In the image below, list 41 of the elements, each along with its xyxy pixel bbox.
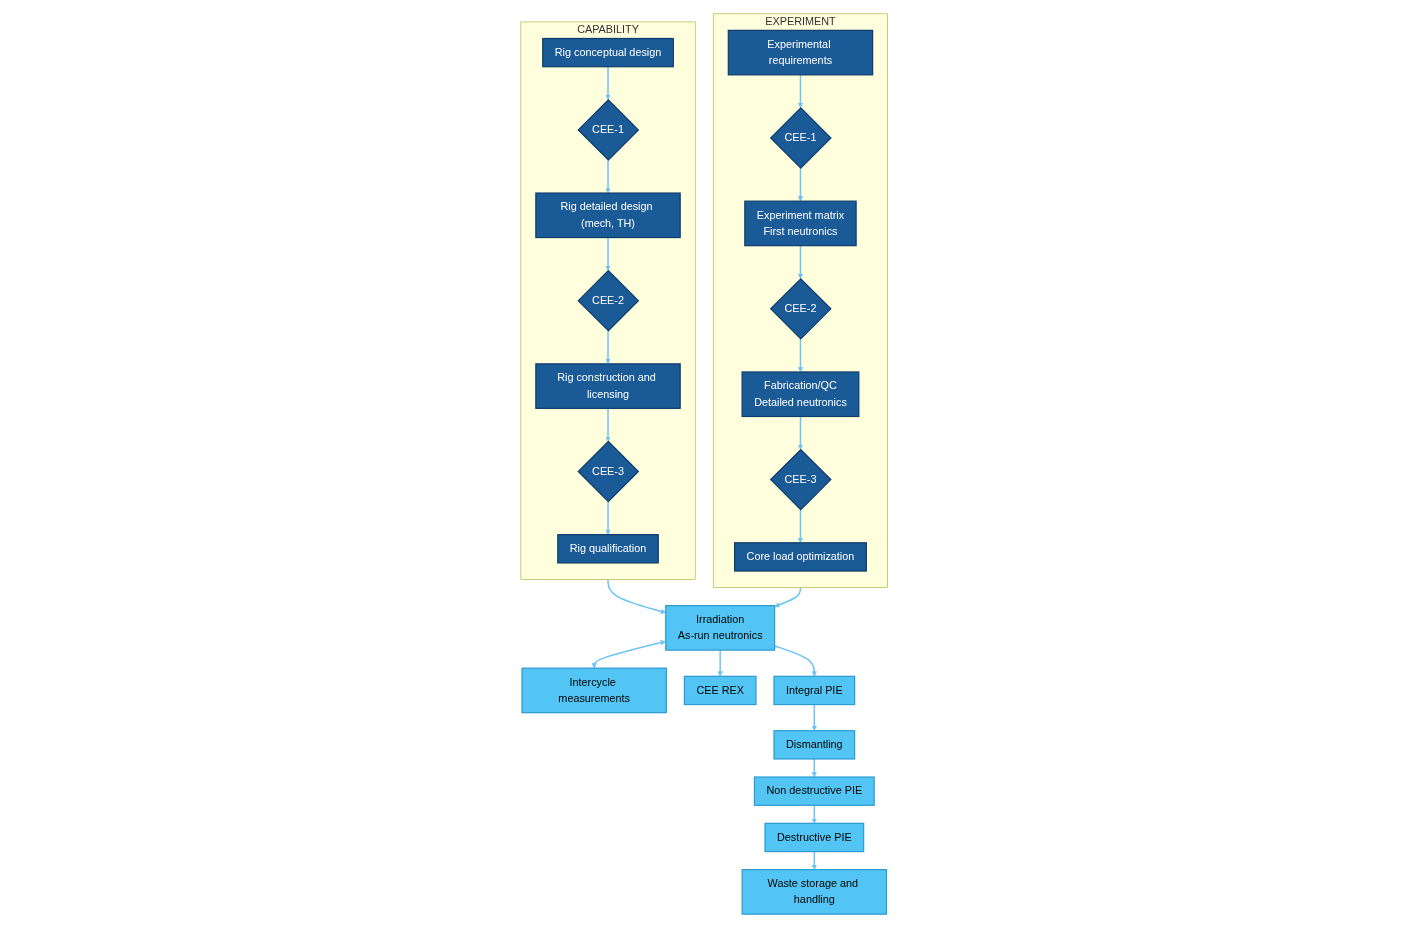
node-box: Core load optimization [733, 542, 867, 572]
node-box: Rig conceptual design [541, 37, 674, 68]
arrow [605, 66, 611, 101]
arrow [605, 407, 611, 442]
node-diamond: CEE-2 [577, 269, 639, 332]
arrow [811, 804, 817, 824]
node-box: Non destructive PIE [753, 776, 875, 806]
node-diamond: CEE-1 [577, 99, 639, 161]
node-diamond: CEE-3 [769, 448, 832, 511]
arrow [811, 703, 817, 731]
node-box: CEE REX [683, 675, 757, 706]
arrow [797, 167, 803, 202]
arrow [591, 640, 666, 669]
arrow [811, 850, 817, 870]
node-box: Rig construction and licensing [535, 363, 681, 409]
arrow [797, 415, 803, 450]
node-box: Irradiation As-run neutronics [664, 605, 775, 651]
arrow [797, 244, 803, 279]
arrow [797, 74, 803, 109]
node-box: Experimental requirements [727, 29, 873, 76]
arrow [797, 338, 803, 373]
arrow [607, 578, 666, 614]
arrow [717, 649, 723, 677]
arrow [605, 159, 611, 194]
node-diamond: CEE-1 [769, 107, 832, 169]
node-diamond: CEE-2 [769, 277, 832, 340]
node-box: Dismantling [773, 730, 855, 760]
node-box: Rig qualification [556, 534, 659, 564]
arrow [605, 330, 611, 365]
node-box: Integral PIE [773, 675, 855, 706]
arrow [605, 500, 611, 535]
node-diamond: CEE-3 [577, 440, 639, 503]
node-box: Destructive PIE [764, 822, 864, 853]
arrow [797, 508, 803, 544]
node-box: Experiment matrix First neutronics [743, 200, 857, 247]
arrow [605, 236, 611, 271]
node-box: Fabrication/QC Detailed neutronics [741, 371, 860, 418]
node-box: Rig detailed design (mech, TH) [535, 192, 681, 239]
arrow [774, 586, 801, 608]
node-box: Intercycle measurements [521, 667, 667, 714]
node-box: Waste storage and handling [741, 869, 887, 915]
